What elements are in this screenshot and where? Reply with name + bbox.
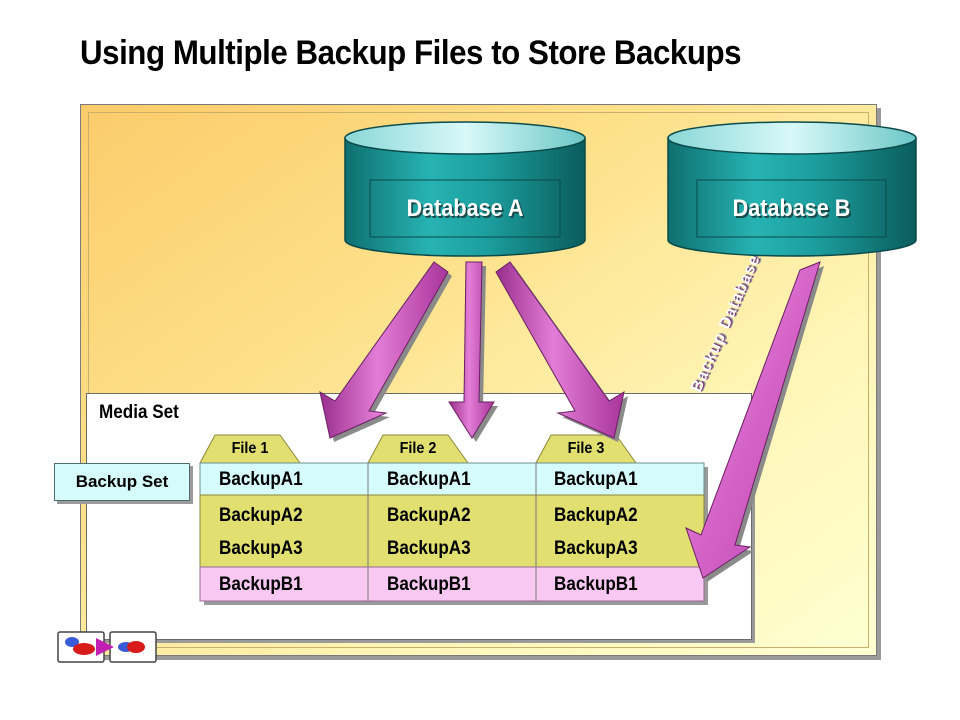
- arrow-db-b-backup-database: [685, 261, 821, 579]
- page-title: Using Multiple Backup Files to Store Bac…: [80, 34, 742, 72]
- file-3-backupa2: BackupA2: [554, 505, 638, 526]
- file-1-tab-label: File 1: [231, 440, 269, 457]
- file-3-tab-label: File 3: [567, 440, 605, 457]
- arrow-db-a-to-file-2: [448, 261, 495, 439]
- file-3-backupa1: BackupA1: [554, 469, 638, 490]
- file-1-backupa3: BackupA3: [219, 538, 303, 559]
- file-1-backupb1: BackupB1: [219, 574, 303, 595]
- navigation-icons: [57, 631, 157, 663]
- database-a-cylinder: [344, 121, 586, 257]
- backup-set-row: [199, 462, 705, 496]
- file-1-backupa2: BackupA2: [219, 505, 303, 526]
- arrow-db-a-to-file-3: [495, 261, 625, 439]
- diagram-panel-inner-border: [88, 112, 869, 648]
- file-3-backupb1: BackupB1: [554, 574, 638, 595]
- file-3-backupa3: BackupA3: [554, 538, 638, 559]
- file-2-backupa3: BackupA3: [387, 538, 471, 559]
- media-set-label: Media Set: [99, 402, 179, 423]
- backup-set-label: Backup Set: [54, 463, 190, 501]
- database-b-label: Database B: [732, 195, 851, 222]
- file-2-tab-label: File 2: [399, 440, 437, 457]
- a-rows: [199, 494, 705, 568]
- database-a-label: Database A: [406, 195, 524, 222]
- arrow-db-a-to-file-1: [319, 261, 449, 439]
- file-1-backupa1: BackupA1: [219, 469, 303, 490]
- b-row: [199, 566, 705, 602]
- file-2-backupb1: BackupB1: [387, 574, 471, 595]
- database-b-cylinder: [667, 121, 917, 257]
- file-2-backupa1: BackupA1: [387, 469, 471, 490]
- file-2-backupa2: BackupA2: [387, 505, 471, 526]
